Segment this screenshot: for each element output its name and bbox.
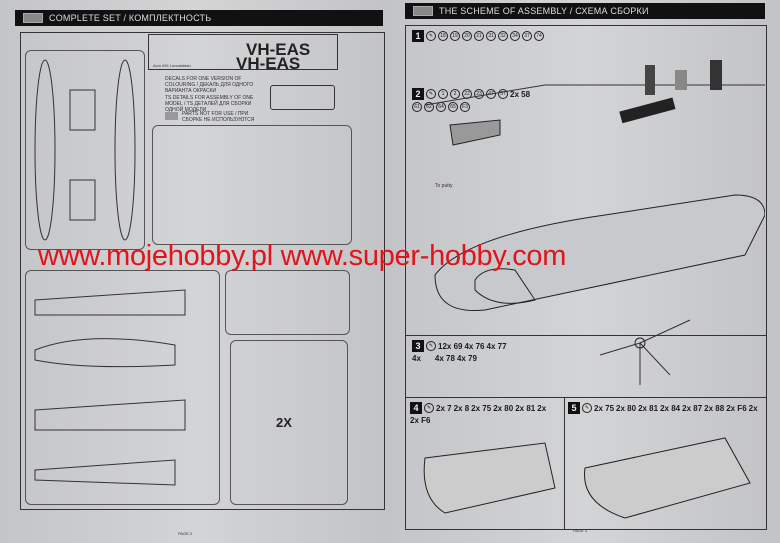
brand-logo-right <box>413 6 433 16</box>
step-4-number: 4 <box>410 402 422 414</box>
part-ref: 2x 84 <box>660 403 681 413</box>
fuselage-sprue-top <box>25 50 145 250</box>
part-ref: 2x 7 <box>436 403 452 413</box>
glue-icon: ✎ <box>582 403 592 413</box>
part-ref: 2x F6 <box>410 416 431 425</box>
fuselage-halves-drawing <box>34 59 136 241</box>
step-3-number: 3 <box>412 340 424 352</box>
part-ref: 4x <box>412 354 421 363</box>
registration-1: VH-EAS <box>246 40 311 59</box>
part-ref: F3 <box>460 102 470 112</box>
decal-sheet: Avro 691 Lancastrian <box>148 34 338 70</box>
part-ref: 23 <box>474 89 484 99</box>
parts-sprue-c <box>230 340 348 505</box>
part-ref: 2x 80 <box>616 403 637 413</box>
details-note: TS DETAILS FOR ASSEMBLY OF ONE MODEL / T… <box>165 95 254 113</box>
part-ref: 12x 69 <box>438 341 463 351</box>
decal-note: DECALS FOR ONE VERSION OF COLOURING / ДЕ… <box>165 76 254 94</box>
part-ref: 2x 81 <box>515 403 536 413</box>
glue-icon: ✎ <box>426 31 436 41</box>
glue-icon: ✎ <box>426 89 436 99</box>
right-header-title: THE SCHEME OF ASSEMBLY / СХЕМА СБОРКИ <box>439 6 649 16</box>
unused-parts-swatch <box>165 112 178 120</box>
step-4-box <box>405 397 565 530</box>
part-ref: 2x 75 <box>471 403 492 413</box>
step-5-number: 5 <box>568 402 580 414</box>
part-ref: 2x 81 <box>638 403 659 413</box>
parts-sprue-a <box>152 125 352 245</box>
parts-sprue-b <box>225 270 350 335</box>
part-ref: 74 <box>534 31 544 41</box>
watermark: www.mojehobby.pl www.super-hobby.com <box>38 240 567 272</box>
part-ref: 1 <box>438 89 448 99</box>
left-header: COMPLETE SET / КОМПЛЕКТНОСТЬ <box>15 10 383 26</box>
part-ref: 2x 80 <box>493 403 514 413</box>
part-ref: 32 <box>498 31 508 41</box>
clear-parts-sprue <box>270 85 335 110</box>
part-ref: 4x 78 <box>434 354 455 363</box>
part-ref: 61 <box>412 102 422 112</box>
brand-logo <box>23 13 43 23</box>
part-ref: 2x <box>748 403 758 413</box>
part-ref: 20 <box>462 31 472 41</box>
left-page <box>0 0 392 543</box>
part-ref: 4x 77 <box>486 341 507 351</box>
part-ref: 62 <box>424 102 434 112</box>
part-ref: 19 <box>450 31 460 41</box>
left-header-title: COMPLETE SET / КОМПЛЕКТНОСТЬ <box>49 13 212 23</box>
parts-note: PARTS NOT FOR USE / ПРИ СБОРКЕ НЕ ИСПОЛЬ… <box>182 111 255 123</box>
assembly-frame <box>405 25 767 530</box>
propeller-drawing <box>599 319 691 385</box>
right-page-number: PAGE 3 <box>573 528 588 533</box>
part-ref: 4x 79 <box>456 354 477 363</box>
part-ref: 18 <box>438 31 448 41</box>
decal-title: Avro 691 Lancastrian <box>153 63 191 68</box>
part-ref: 2x <box>537 403 547 413</box>
wing-parts-drawing <box>34 289 186 486</box>
part-ref: 2x 58 <box>510 89 531 99</box>
glue-icon: ✎ <box>424 403 434 413</box>
step-divider-3 <box>405 335 767 398</box>
part-ref: 2x 75 <box>594 403 615 413</box>
part-ref: 57 <box>498 89 508 99</box>
to-putty-label: To putty <box>435 183 453 189</box>
sprue-multiplier: 2X <box>276 415 292 430</box>
assembly-drawing <box>424 60 765 312</box>
nacelle-drawings <box>423 437 751 519</box>
part-ref: 37 <box>522 31 532 41</box>
right-header: THE SCHEME OF ASSEMBLY / СХЕМА СБОРКИ <box>405 3 765 19</box>
part-ref: 2 <box>450 89 460 99</box>
glue-icon: ✎ <box>426 341 436 351</box>
step-1-number: 1 <box>412 30 424 42</box>
part-ref: 2x F6 <box>726 403 747 413</box>
part-ref: 2x 87 <box>682 403 703 413</box>
left-page-number: PAGE 2 <box>178 531 193 536</box>
part-ref: 65 <box>448 102 458 112</box>
part-ref: 34 <box>510 31 520 41</box>
part-ref: 21 <box>474 31 484 41</box>
registration-2: VH-EAS <box>236 54 301 73</box>
part-ref: 2x 8 <box>453 403 470 413</box>
part-ref: 4x 76 <box>464 341 485 351</box>
step-2-number: 2 <box>412 88 424 100</box>
complete-set-frame <box>20 32 385 510</box>
wing-sprue <box>25 270 220 505</box>
part-ref: 31 <box>486 31 496 41</box>
part-ref: 2x 88 <box>704 403 725 413</box>
